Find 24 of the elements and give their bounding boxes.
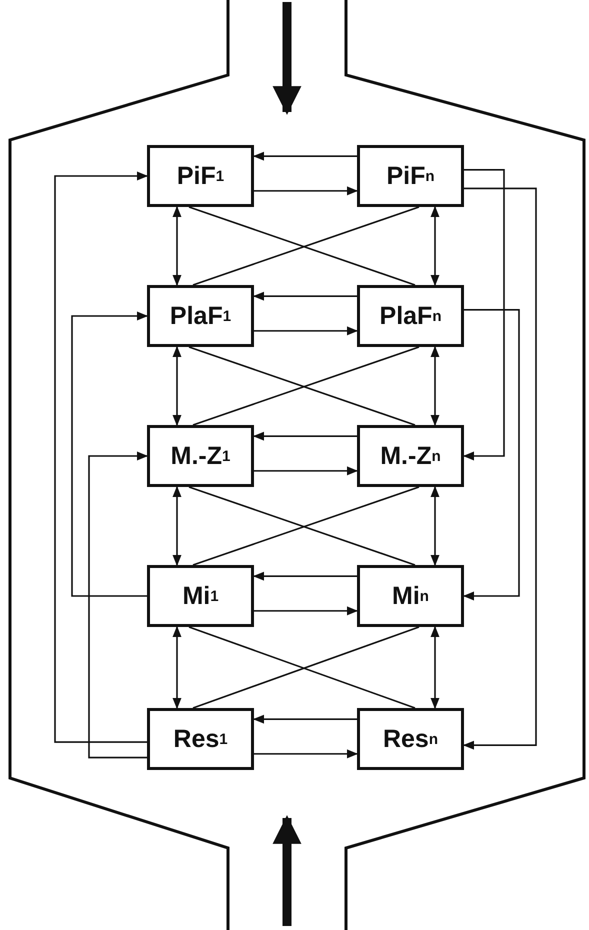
arrow bbox=[88, 452, 148, 758]
arrow bbox=[254, 326, 358, 336]
arrow bbox=[71, 312, 148, 597]
arrow bbox=[252, 432, 357, 441]
arrow bbox=[54, 172, 148, 743]
arrow bbox=[252, 714, 357, 724]
arrow bbox=[252, 152, 357, 161]
arrow bbox=[254, 186, 358, 196]
arrow bbox=[254, 466, 358, 476]
arrow bbox=[252, 572, 357, 581]
arrow bbox=[462, 169, 505, 460]
arrow bbox=[172, 486, 182, 566]
arrow bbox=[462, 309, 520, 600]
arrow bbox=[254, 749, 358, 758]
arrow bbox=[172, 346, 182, 426]
arrow bbox=[254, 606, 358, 616]
arrow bbox=[430, 486, 440, 566]
arrow bbox=[462, 188, 537, 750]
arrow bbox=[172, 206, 182, 286]
arrow bbox=[430, 206, 440, 286]
arrow bbox=[172, 626, 182, 710]
arrow bbox=[252, 292, 357, 301]
arrow bbox=[430, 626, 440, 710]
arrow bbox=[430, 346, 440, 426]
